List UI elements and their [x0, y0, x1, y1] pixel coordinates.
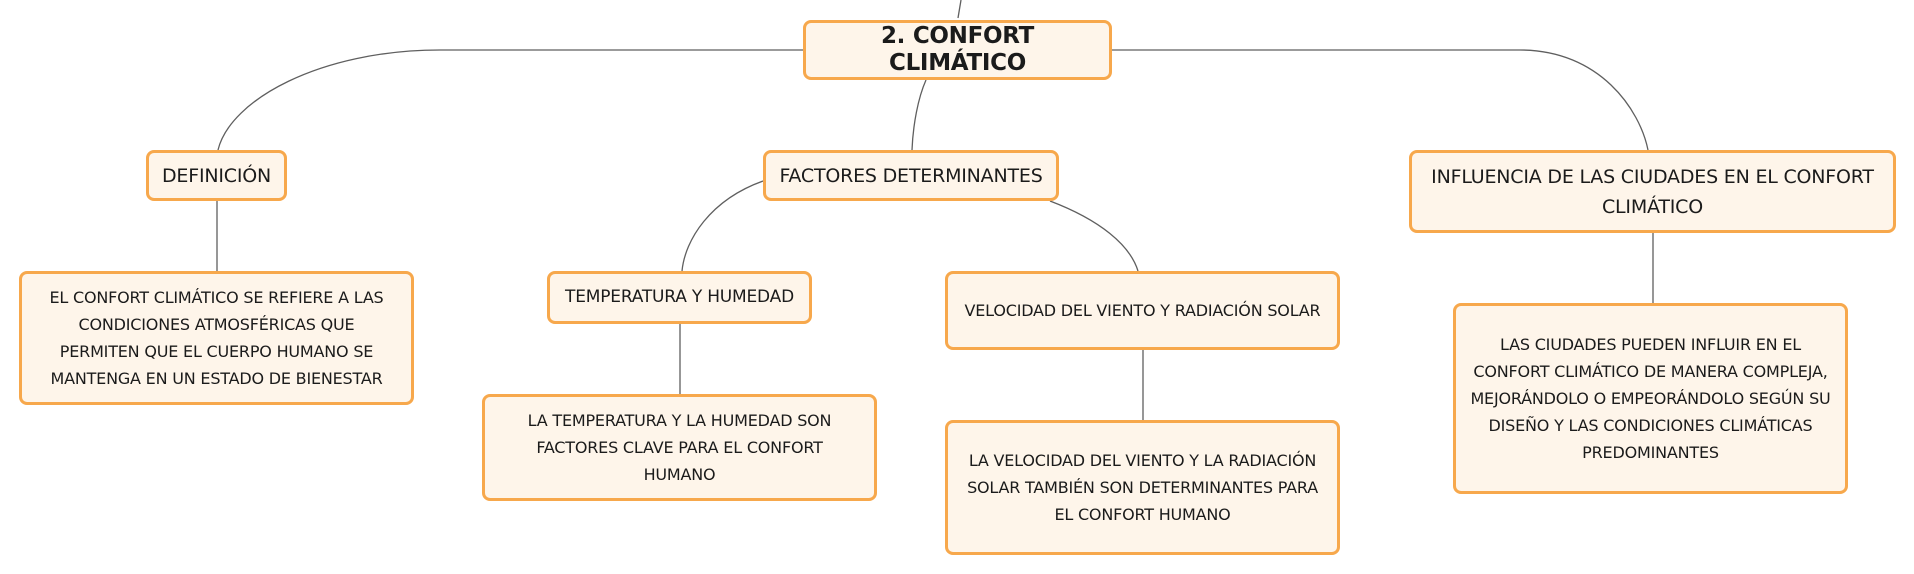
- definicion-label: DEFINICIÓN: [161, 164, 272, 187]
- viento-text: LA VELOCIDAD DEL VIENTO Y LA RADIACIÓN S…: [967, 451, 1318, 524]
- viento-text-node[interactable]: LA VELOCIDAD DEL VIENTO Y LA RADIACIÓN S…: [945, 420, 1340, 555]
- factores-label: FACTORES DETERMINANTES: [779, 164, 1043, 187]
- connector-central-to-influencia: [1112, 49, 1649, 151]
- viento-label: VELOCIDAD DEL VIENTO Y RADIACIÓN SOLAR: [964, 301, 1321, 320]
- connector-factores-to-viento: [1049, 200, 1139, 272]
- influencia-text: LAS CIUDADES PUEDEN INFLUIR EN EL CONFOR…: [1470, 335, 1831, 462]
- factores-node[interactable]: FACTORES DETERMINANTES: [763, 150, 1059, 201]
- connector-factores-to-temperatura: [681, 180, 764, 272]
- connector-central-to-factores: [911, 79, 927, 151]
- connector-parent-to-central: [957, 0, 962, 19]
- temperatura-node[interactable]: TEMPERATURA Y HUMEDAD: [547, 271, 812, 324]
- viento-node[interactable]: VELOCIDAD DEL VIENTO Y RADIACIÓN SOLAR: [945, 271, 1340, 350]
- temperatura-text-node[interactable]: LA TEMPERATURA Y LA HUMEDAD SON FACTORES…: [482, 394, 877, 501]
- temperatura-label: TEMPERATURA Y HUMEDAD: [565, 287, 794, 307]
- influencia-node[interactable]: INFLUENCIA DE LAS CIUDADES EN EL CONFORT…: [1409, 150, 1896, 233]
- influencia-label: INFLUENCIA DE LAS CIUDADES EN EL CONFORT…: [1431, 165, 1874, 218]
- temperatura-text: LA TEMPERATURA Y LA HUMEDAD SON FACTORES…: [527, 411, 832, 484]
- influencia-text-node[interactable]: LAS CIUDADES PUEDEN INFLUIR EN EL CONFOR…: [1453, 303, 1848, 494]
- definicion-text-node[interactable]: EL CONFORT CLIMÁTICO SE REFIERE A LAS CO…: [19, 271, 414, 405]
- definicion-node[interactable]: DEFINICIÓN: [146, 150, 287, 201]
- connector-central-to-definicion: [217, 49, 803, 151]
- central-topic-node[interactable]: 2. CONFORT CLIMÁTICO: [803, 20, 1112, 80]
- central-topic-label: 2. CONFORT CLIMÁTICO: [880, 23, 1035, 76]
- definicion-text: EL CONFORT CLIMÁTICO SE REFIERE A LAS CO…: [49, 288, 384, 388]
